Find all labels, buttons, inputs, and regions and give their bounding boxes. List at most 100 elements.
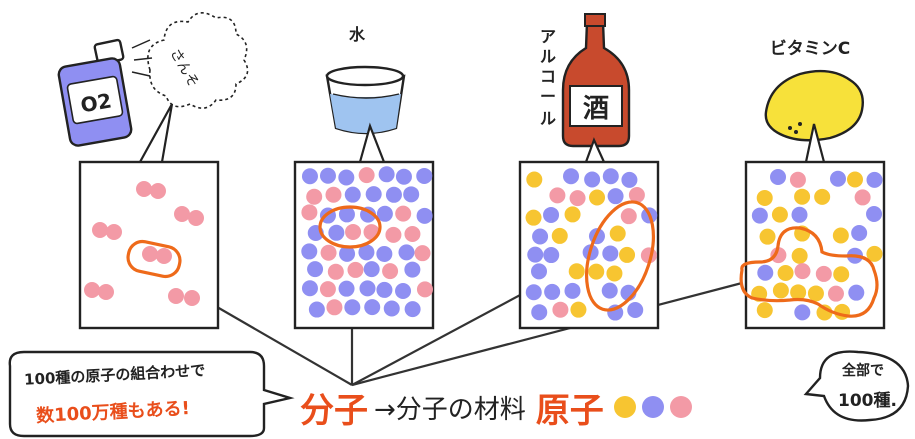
- alcohol-bottle-label: 酒: [583, 94, 609, 124]
- atom-dot-pink: [136, 181, 152, 197]
- atom-dot-yellow: [609, 225, 626, 242]
- atom-dot-pink: [385, 226, 402, 243]
- atom-dot-yellow: [790, 284, 807, 301]
- atom-dot-purple: [301, 168, 318, 185]
- atom-dot-pink: [404, 225, 421, 242]
- atom-dot-purple: [403, 186, 420, 203]
- atom-dot-purple: [339, 245, 356, 262]
- panel-pointer-vitamin: [804, 123, 826, 163]
- atom-dot-yellow: [846, 171, 863, 188]
- atom-dot-pink: [382, 263, 399, 280]
- atom-dot-pink: [789, 171, 806, 188]
- left-bubble: [8, 350, 295, 438]
- atom-dot-pink: [326, 299, 343, 316]
- atom-dot-purple: [627, 301, 644, 318]
- atom-dot-yellow: [619, 246, 636, 263]
- atom-dot-purple: [794, 304, 811, 321]
- atom-dot-pink: [770, 247, 787, 264]
- atom-dot-purple: [607, 188, 624, 205]
- atom-dot-pink: [345, 223, 362, 240]
- atom-dot-purple: [532, 228, 549, 245]
- atom-dot-purple: [564, 282, 581, 299]
- atom-dot-yellow: [589, 189, 606, 206]
- molecule-material-text: →分子の材料: [374, 394, 526, 425]
- atom-dot-purple: [416, 167, 433, 184]
- atom-dot-pink: [794, 263, 811, 280]
- oxygen-illustration: さんそ O2: [57, 12, 249, 147]
- atom-dot-pink: [414, 245, 431, 262]
- atom-dot-pink: [628, 187, 645, 204]
- atom-dot-purple: [525, 284, 542, 301]
- atom-dot-yellow: [832, 227, 849, 244]
- atom-dot-purple: [584, 171, 601, 188]
- atom-dot-purple: [751, 207, 768, 224]
- atom-dot-yellow: [759, 228, 776, 245]
- svg-text:コ: コ: [540, 67, 556, 86]
- atom-dot-purple: [416, 207, 433, 224]
- water-illustration: 水: [325, 25, 406, 135]
- atom-dot-purple: [866, 171, 883, 188]
- atom-dot-pink: [84, 282, 100, 298]
- atom-dot-purple: [404, 261, 421, 278]
- atom-dot-yellow: [756, 189, 773, 206]
- atom-dot-purple: [395, 168, 412, 185]
- highlight-alcohol-molecule: [585, 200, 655, 312]
- atom-dot-yellow: [771, 206, 788, 223]
- atom-dot-pink: [620, 208, 637, 225]
- right-bubble-line1: 全部で: [842, 363, 884, 379]
- atom-dot-pink: [184, 290, 200, 306]
- svg-text:ー: ー: [540, 87, 556, 106]
- legend-dot-yellow: [613, 396, 636, 418]
- atom-dot-purple: [866, 206, 883, 223]
- oxygen-can-label: O2: [79, 88, 114, 117]
- atom-dot-pink: [92, 222, 108, 238]
- atom-dot-pink: [168, 288, 184, 304]
- atom-dot-purple: [378, 166, 395, 183]
- alcohol-illustration: ア ル コ ー ル 酒: [540, 13, 631, 148]
- atom-dot-purple: [531, 263, 548, 280]
- atom-dot-purple: [376, 205, 393, 222]
- atom-dot-pink: [306, 188, 323, 205]
- atom-dot-purple: [829, 170, 846, 187]
- atom-dot-pink: [854, 189, 871, 206]
- atom-dot-purple: [851, 225, 868, 242]
- atom-dot-pink: [150, 183, 166, 199]
- atom-dot-yellow: [866, 245, 883, 262]
- atom-dot-yellow: [526, 171, 543, 188]
- panel-pointer-water: [358, 122, 386, 163]
- atom-dot-purple: [543, 206, 560, 223]
- atom-dot-pink: [815, 265, 832, 282]
- atom-dot-purple: [601, 282, 618, 299]
- atom-dot-pink: [319, 281, 336, 298]
- atom-dot-yellow: [833, 266, 850, 283]
- atom-dot-purple: [344, 186, 361, 203]
- highlight-oxygen-molecule: [126, 239, 182, 279]
- atom-dot-pink: [106, 224, 122, 240]
- svg-text:ル: ル: [540, 109, 556, 128]
- atom-dot-purple: [385, 186, 402, 203]
- atom-dot-pink: [188, 210, 204, 226]
- atom-dot-purple: [301, 243, 318, 260]
- atom-dot-purple: [531, 304, 548, 321]
- atom-dot-purple: [365, 186, 382, 203]
- atom-dot-yellow: [807, 285, 824, 302]
- connector-line-vitamin: [351, 281, 743, 387]
- atom-dot-yellow: [606, 265, 623, 282]
- atom-dot-pink: [325, 186, 342, 203]
- atom-dot-yellow: [588, 263, 605, 280]
- atom-dot-yellow: [525, 209, 542, 226]
- atom-dot-purple: [602, 245, 619, 262]
- atom-dot-purple: [338, 169, 355, 186]
- atom-dot-pink: [827, 285, 844, 302]
- atom-dot-purple: [563, 168, 580, 185]
- right-bubble-line2: 100種.: [838, 391, 897, 411]
- atom-dot-yellow: [564, 206, 581, 223]
- atom-dot-pink: [416, 281, 433, 298]
- atom-dot-purple: [344, 299, 361, 316]
- atom-dot-pink: [552, 301, 569, 318]
- atom-dot-purple: [359, 280, 376, 297]
- atom-dot-purple: [602, 168, 619, 185]
- highlight-water-molecule: [318, 205, 382, 249]
- svg-text:ル: ル: [540, 47, 556, 66]
